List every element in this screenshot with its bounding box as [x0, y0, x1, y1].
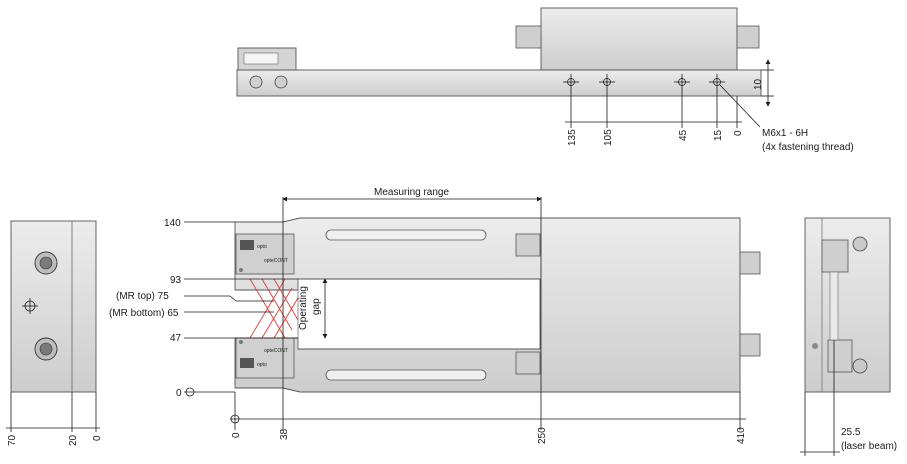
dim-top-135: 135 — [567, 129, 578, 146]
top-view-housing — [540, 7, 738, 71]
dim-front-x-410: 410 — [736, 427, 747, 444]
top-view-rail — [236, 69, 762, 97]
right-view-screw-icon — [812, 343, 818, 349]
dim-front-y-0: 0 — [176, 388, 182, 399]
dim-side-20: 20 — [68, 434, 79, 446]
front-plug-4 — [739, 333, 761, 357]
left-view-center-mark-icon — [22, 298, 38, 314]
top-view-display — [243, 52, 279, 65]
left-side-view: 70 20 0 — [6, 220, 103, 446]
front-plug-1 — [515, 233, 541, 257]
fastening-hole-135-icon — [563, 74, 579, 90]
dim-front-y-47: 47 — [170, 333, 182, 344]
right-side-view: 25.5 (laser beam) — [800, 217, 897, 456]
right-view-beam-channel — [829, 271, 839, 341]
right-view-dimension-lines — [800, 340, 840, 456]
fastening-hole-markers — [563, 74, 725, 90]
fastening-hole-45-icon — [674, 74, 690, 90]
right-view-bolt-upper-icon — [852, 236, 868, 252]
dim-top-0: 0 — [733, 130, 744, 136]
top-view: 135 105 45 15 0 10 M6x1 - 6H (4x fasteni… — [236, 7, 854, 153]
bottom-head-logo-text: opto — [257, 362, 267, 368]
thread-title: M6x1 - 6H — [762, 128, 808, 139]
top-view-connector-1-icon — [249, 75, 263, 89]
front-plug-2 — [515, 351, 541, 375]
right-view-upper-block — [821, 239, 849, 273]
thread-note: (4x fastening thread) — [762, 142, 854, 153]
bottom-head-screw-icon — [239, 340, 243, 344]
top-view-connector-2-icon — [274, 75, 288, 89]
dim-front-x-0: 0 — [231, 432, 242, 438]
mr-top-label: (MR top) 75 — [116, 291, 169, 302]
operating-gap-label-line1: Operating — [298, 286, 309, 330]
bottom-head-logo-icon — [240, 358, 254, 368]
operating-gap-label-line2: gap — [311, 298, 322, 315]
right-view-bolt-lower-icon — [852, 358, 868, 374]
bottom-head-badge-text: opteCONT — [264, 348, 288, 354]
dim-top-15: 15 — [713, 129, 724, 141]
front-view: opto opteCONT opto opteCONT — [109, 187, 761, 444]
top-view-plug-right — [736, 25, 760, 49]
top-head-badge-text: opteCONT — [264, 258, 288, 264]
fastening-hole-15-icon — [709, 74, 725, 90]
dim-front-y-140: 140 — [164, 218, 181, 229]
top-head-logo-text: opto — [257, 244, 267, 250]
dim-side-0: 0 — [92, 435, 103, 441]
front-view-slot-upper — [325, 229, 487, 241]
dim-front-x-38: 38 — [279, 428, 290, 440]
left-view-connector-lower-icon — [34, 337, 58, 361]
left-view-dimension-lines — [6, 392, 100, 432]
front-plug-3 — [739, 251, 761, 275]
top-head-logo-icon — [240, 240, 254, 250]
laser-beam-value: 25.5 — [841, 427, 861, 438]
fastening-hole-105-icon — [599, 74, 615, 90]
measuring-range-label: Measuring range — [374, 187, 449, 198]
dim-front-y-93: 93 — [170, 275, 182, 286]
right-view-lower-block — [827, 339, 853, 373]
dim-top-105: 105 — [603, 129, 614, 146]
front-view-slot-lower — [325, 369, 487, 381]
top-view-plug-left — [515, 25, 542, 49]
dim-front-x-250: 250 — [537, 427, 548, 444]
left-view-body — [10, 220, 97, 393]
dim-top-10: 10 — [753, 78, 764, 90]
dim-top-45: 45 — [678, 129, 689, 141]
mr-bottom-label: (MR bottom) 65 — [109, 308, 179, 319]
left-view-connector-upper-icon — [34, 251, 58, 275]
top-head-screw-icon — [239, 268, 243, 272]
top-view-dimension-lines — [565, 59, 774, 128]
laser-beam-note: (laser beam) — [841, 441, 897, 452]
front-view-dimension-lines — [184, 196, 746, 430]
dim-side-70: 70 — [7, 434, 18, 446]
laser-beams — [249, 278, 299, 339]
